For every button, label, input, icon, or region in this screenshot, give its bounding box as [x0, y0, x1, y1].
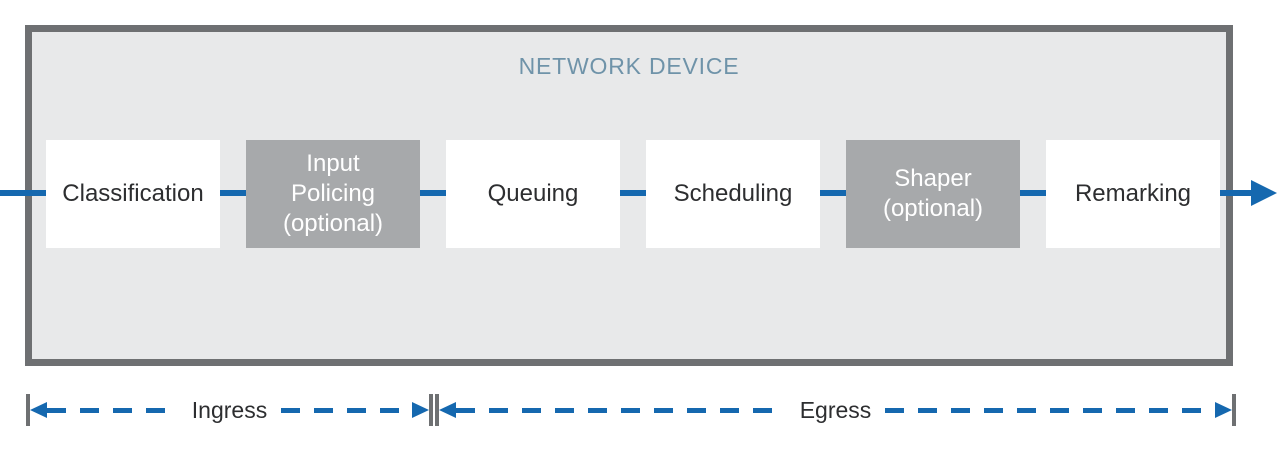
stage-box-shaper: Shaper (optional) — [846, 140, 1020, 248]
flow-line — [0, 190, 1253, 196]
stage-box-remarking: Remarking — [1046, 140, 1220, 248]
stage-box-classification: Classification — [46, 140, 220, 248]
ingress-dashed-line-right — [281, 407, 412, 413]
stage-box-input-policing: Input Policing (optional) — [246, 140, 420, 248]
stage-box-scheduling: Scheduling — [646, 140, 820, 248]
arrow-right-icon — [1215, 402, 1232, 418]
egress-dashed-line-right — [885, 407, 1215, 413]
device-title: NETWORK DEVICE — [518, 53, 740, 79]
flow-arrow-right-icon — [1251, 180, 1277, 206]
egress-label: Egress — [799, 396, 872, 423]
stage-row: Classification Input Policing (optional)… — [46, 140, 1220, 248]
arrow-right-icon — [412, 402, 429, 418]
ingress-span: Ingress — [26, 394, 433, 426]
ingress-label: Ingress — [191, 396, 268, 423]
egress-dashed-line-left — [456, 407, 786, 413]
egress-span: Egress — [435, 394, 1236, 426]
ingress-dashed-line-left — [47, 407, 178, 413]
arrow-left-icon — [439, 402, 456, 418]
stage-box-queuing: Queuing — [446, 140, 620, 248]
arrow-left-icon — [30, 402, 47, 418]
